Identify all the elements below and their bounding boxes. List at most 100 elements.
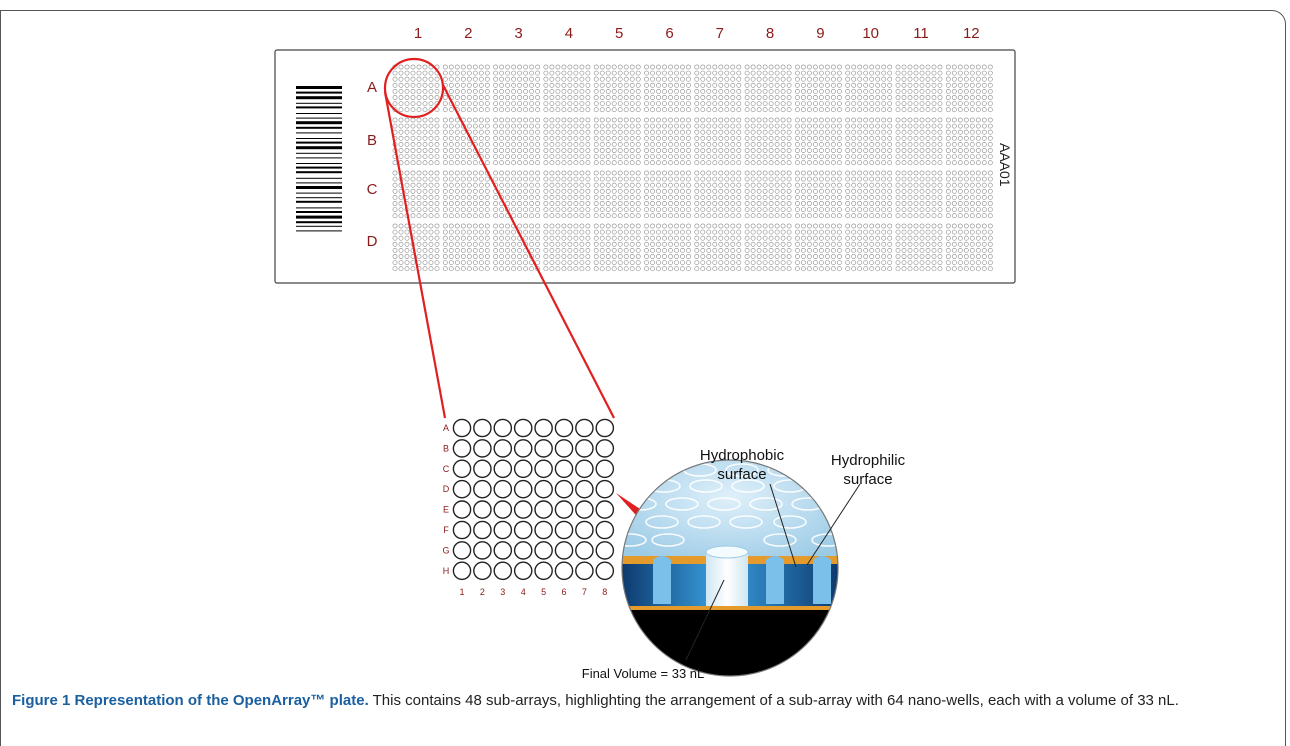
nanowell bbox=[554, 459, 574, 479]
nanowell bbox=[554, 439, 574, 458]
subarray-row-label: D bbox=[443, 484, 450, 494]
nanowell bbox=[473, 479, 492, 499]
nanowell bbox=[575, 541, 594, 560]
zoom-line-right bbox=[442, 84, 615, 419]
nanowell bbox=[595, 520, 615, 540]
nanowell bbox=[554, 500, 574, 519]
subarray-row-label: B bbox=[443, 443, 449, 453]
nanowell bbox=[493, 520, 513, 540]
subarray-column-label: 2 bbox=[480, 587, 485, 597]
well-cross-section bbox=[621, 459, 839, 677]
nanowell bbox=[534, 520, 553, 540]
hydrophobic-label-line1: Hydrophobic bbox=[700, 447, 785, 464]
nanowell bbox=[595, 500, 615, 519]
subarray-block bbox=[744, 64, 792, 113]
subarray-block bbox=[392, 117, 440, 166]
barcode-bar bbox=[296, 132, 342, 134]
plate-column-label: 1 bbox=[414, 25, 422, 42]
barcode-bar bbox=[296, 106, 342, 109]
subarray-block bbox=[493, 117, 540, 166]
nanowell bbox=[575, 418, 594, 438]
subarray-block bbox=[895, 223, 943, 272]
nanowell bbox=[534, 541, 553, 560]
nanowell bbox=[513, 520, 533, 540]
subarray-block bbox=[493, 170, 540, 219]
nanowell bbox=[513, 418, 533, 438]
plate-column-label: 8 bbox=[766, 25, 774, 42]
nanowell bbox=[493, 439, 513, 458]
subarray-block bbox=[795, 117, 842, 166]
subarray-block bbox=[795, 64, 842, 113]
plate-serial: AAA01 bbox=[997, 143, 1013, 187]
nanowell bbox=[554, 479, 574, 499]
barcode-bar bbox=[296, 138, 342, 139]
subarray-block bbox=[694, 117, 742, 166]
nanowell bbox=[534, 418, 553, 438]
subarray-row-label: A bbox=[443, 423, 449, 433]
nanowell bbox=[575, 500, 594, 519]
subarray-block bbox=[945, 117, 993, 166]
subarray-block bbox=[593, 64, 641, 113]
subarray-block bbox=[694, 223, 742, 272]
subarray-block bbox=[493, 64, 540, 113]
nanowell bbox=[534, 561, 553, 581]
nanowell bbox=[575, 561, 594, 581]
hydrophilic-label-line2: surface bbox=[843, 471, 892, 488]
plate-row-label: B bbox=[367, 132, 377, 149]
hydrophilic-pointer bbox=[806, 483, 861, 566]
barcode-bar bbox=[296, 157, 342, 159]
nanowell bbox=[452, 439, 472, 458]
subarray-block bbox=[442, 64, 490, 113]
subarray-block bbox=[593, 117, 641, 166]
nanowell bbox=[473, 500, 492, 519]
nanowell bbox=[493, 541, 513, 560]
nanowell bbox=[534, 439, 553, 458]
nanowell bbox=[534, 479, 553, 499]
nanowell bbox=[493, 479, 513, 499]
caption-title: Figure 1 Representation of the OpenArray… bbox=[12, 692, 369, 709]
barcode-bar bbox=[296, 200, 342, 203]
subarray-column-label: 7 bbox=[582, 587, 587, 597]
subarray-column-label: 4 bbox=[521, 587, 526, 597]
subarray-block bbox=[845, 223, 893, 272]
nanowell bbox=[575, 479, 594, 499]
nanowell bbox=[595, 418, 615, 438]
nanowell bbox=[473, 439, 492, 458]
nanowell bbox=[493, 500, 513, 519]
subarray-column-label: 6 bbox=[561, 587, 566, 597]
nanowell bbox=[513, 479, 533, 499]
subarray-block bbox=[895, 64, 943, 113]
subarray-column-label: 5 bbox=[541, 587, 546, 597]
plate-row-label: C bbox=[367, 181, 378, 198]
subarray-column-label: 8 bbox=[602, 587, 607, 597]
nanowell bbox=[534, 459, 553, 479]
nanowell bbox=[493, 561, 513, 581]
nanowell bbox=[595, 541, 615, 560]
subarray-row-label: G bbox=[442, 545, 449, 555]
nanowell bbox=[554, 541, 574, 560]
volume-pointer bbox=[685, 579, 725, 661]
plate-row-label: A bbox=[367, 79, 377, 96]
barcode-bar bbox=[296, 171, 342, 174]
nanowell bbox=[473, 520, 492, 540]
barcode-bar bbox=[296, 91, 342, 94]
nanowell bbox=[473, 459, 492, 479]
plate-column-label: 10 bbox=[862, 25, 879, 42]
barcode-bar bbox=[296, 225, 342, 227]
barcode-bar bbox=[296, 186, 342, 189]
subarray-row-label: C bbox=[443, 464, 450, 474]
subarray-block bbox=[845, 117, 893, 166]
subarray-row-label: F bbox=[443, 525, 449, 535]
subarray-column-label: 3 bbox=[500, 587, 505, 597]
nanowell bbox=[452, 541, 472, 560]
figure-caption: Figure 1 Representation of the OpenArray… bbox=[12, 690, 1272, 712]
figure-frame bbox=[0, 10, 1286, 746]
nanowell bbox=[575, 520, 594, 540]
subarray-block bbox=[744, 117, 792, 166]
barcode-bar bbox=[296, 113, 342, 114]
subarray-block bbox=[543, 117, 591, 166]
